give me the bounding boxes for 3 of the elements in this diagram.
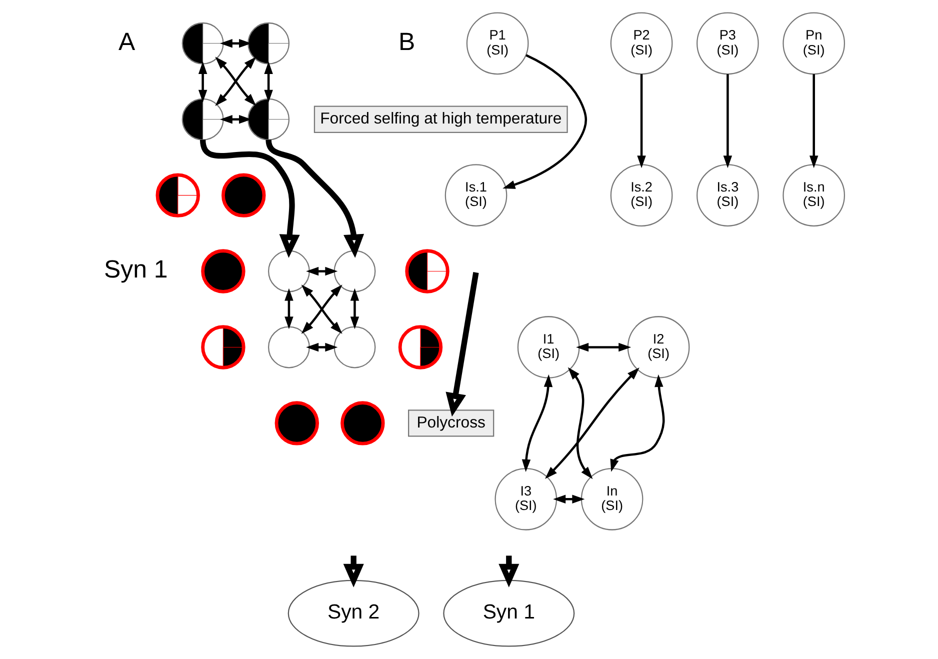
label: A xyxy=(118,28,135,56)
label: B xyxy=(398,28,415,56)
label: Syn 1 xyxy=(104,256,168,284)
